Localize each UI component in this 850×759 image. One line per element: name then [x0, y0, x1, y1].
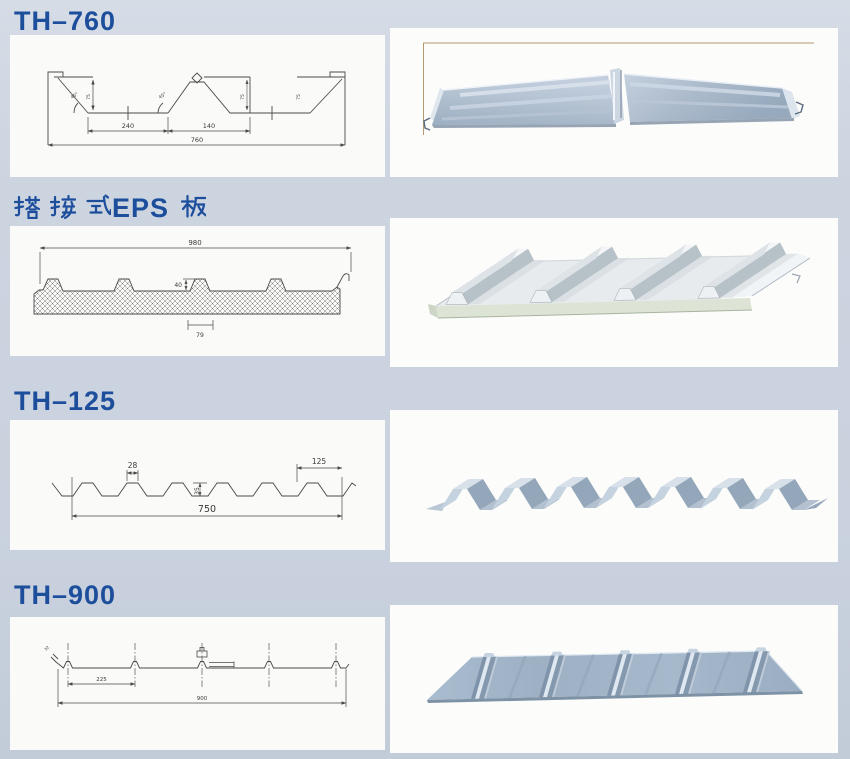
eps-panel-art [428, 242, 811, 319]
th900-profile [50, 653, 350, 669]
section-title-th900: TH–900 [14, 580, 117, 610]
dim-th125-total: 750 [198, 504, 216, 515]
eps-right-hook [336, 273, 350, 288]
dim-pan-width: 240 [122, 122, 134, 130]
cjk-shi-icon [86, 194, 112, 216]
dim-rib-height-left: 75 [86, 94, 92, 100]
dim-total-width: 760 [191, 136, 203, 144]
dim-angle-mid: 45° [158, 91, 168, 100]
standing-seam-panel-art [423, 68, 804, 131]
dim-th125-pitch: 125 [312, 457, 327, 466]
cjk-ban-icon [180, 194, 206, 218]
photo-frame [423, 42, 814, 135]
section-title-eps-latin: EPS [112, 193, 170, 223]
panel-right-hook [794, 101, 804, 115]
profile-drawing-th760: 240 140 760 75 75 75 45° 45° [10, 35, 385, 177]
dim-eps-rib: 79 [196, 332, 204, 339]
dim-angle-left: 45° [70, 91, 80, 100]
section-title-th125: TH–125 [14, 386, 117, 416]
panel-left-hook [423, 117, 431, 131]
product-photo-th900 [390, 605, 838, 753]
dim-eps-height: 40 [174, 282, 182, 289]
profile-drawing-eps: 980 40 79 [10, 226, 385, 356]
dim-th125-depth: 35 [194, 487, 201, 495]
cjk-jie-icon [49, 194, 76, 219]
cjk-da-icon [14, 195, 40, 219]
dim-th900-edge: 32 [43, 644, 50, 651]
eps-right-flap [732, 253, 810, 298]
dim-th125-crest: 28 [128, 461, 138, 470]
th125-profile [51, 482, 357, 497]
corrugated-panel-art [426, 477, 828, 511]
section-title-th760: TH–760 [14, 6, 117, 36]
dim-rib-height-mid: 75 [240, 94, 246, 100]
section-title-eps: EPS [14, 193, 207, 222]
dim-rib-height-right: 75 [296, 94, 302, 100]
product-photo-th760 [390, 28, 838, 177]
eps-cross-section [33, 278, 341, 315]
dim-th900-pitch: 225 [96, 677, 107, 683]
ribbed-panel-art [427, 647, 803, 703]
dim-rib-width: 140 [203, 122, 215, 130]
profile-drawing-th125: 750 28 125 35 [10, 420, 385, 550]
dim-th900-total: 900 [197, 696, 208, 702]
product-photo-th125 [390, 410, 838, 562]
profile-left-hook [47, 71, 64, 145]
dim-eps-total: 980 [188, 239, 201, 247]
product-photo-eps [390, 218, 838, 367]
profile-drawing-th900: 225 900 32 [10, 617, 385, 750]
